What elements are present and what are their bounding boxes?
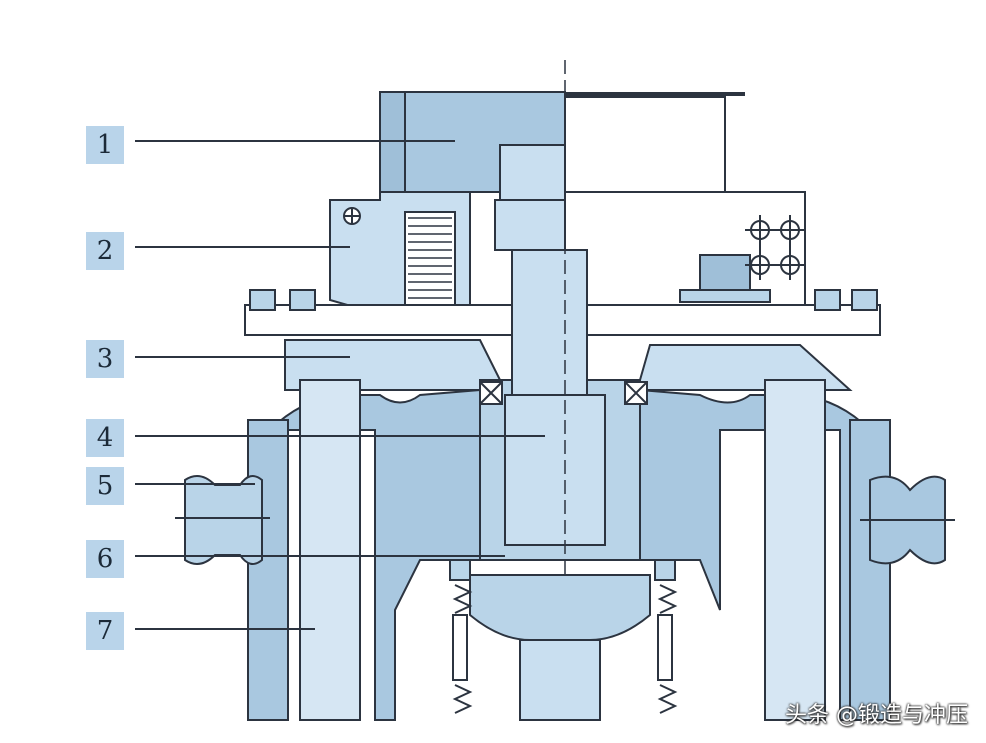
bearings — [479, 381, 648, 405]
part-label-3: 3 — [86, 340, 124, 378]
slide-head — [469, 574, 651, 721]
clutch-housing — [329, 191, 471, 321]
part-label-5: 5 — [86, 467, 124, 505]
leader-line-5 — [135, 483, 255, 485]
right-column — [764, 379, 891, 721]
part-label-2: 2 — [86, 232, 124, 270]
right-pulley — [860, 475, 955, 565]
right-spring — [654, 559, 678, 714]
leader-line-7 — [135, 628, 315, 630]
top-block — [379, 91, 745, 206]
part-label-4: 4 — [86, 419, 124, 457]
part-label-6: 6 — [86, 540, 124, 578]
leader-line-2 — [135, 246, 350, 248]
left-pulley — [175, 475, 270, 565]
leader-line-4 — [135, 435, 545, 437]
watermark-text: 头条 @锻造与冲压 — [785, 703, 968, 728]
part-label-7: 7 — [86, 612, 124, 650]
left-column — [247, 379, 361, 721]
central-shaft — [494, 60, 606, 720]
leader-line-3 — [135, 356, 350, 358]
leader-line-6 — [135, 555, 505, 557]
part-label-1: 1 — [86, 126, 124, 164]
left-spring — [449, 559, 473, 714]
leader-line-1 — [135, 140, 455, 142]
right-upper-housing — [564, 191, 806, 321]
